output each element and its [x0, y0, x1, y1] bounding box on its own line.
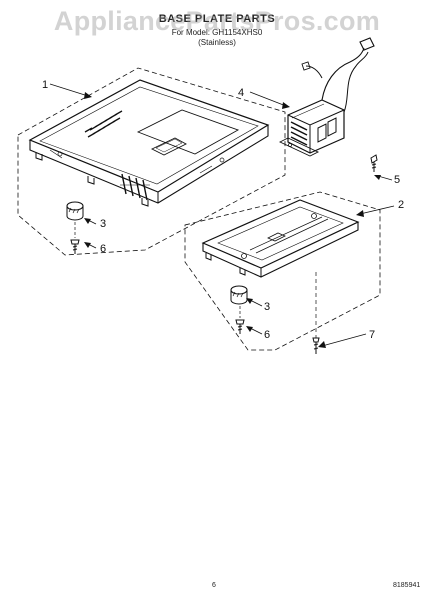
screw-small	[370, 154, 378, 172]
callout-5: 5	[394, 174, 400, 186]
callout-6-upper: 6	[100, 243, 106, 255]
callout-2: 2	[398, 199, 404, 211]
callout-3-lower: 3	[264, 301, 270, 313]
screw-lower	[235, 306, 245, 334]
foot-lower	[230, 285, 248, 305]
diagram-title: BASE PLATE PARTS	[158, 13, 276, 25]
callout-7: 7	[369, 329, 375, 341]
screw-long	[312, 272, 320, 354]
page-number: 6	[212, 582, 216, 589]
screw-upper	[70, 222, 80, 254]
foot-upper	[66, 201, 84, 221]
leader-lines	[49, 83, 395, 347]
model-line: For Model: GH1154XHS0	[171, 28, 263, 37]
leader-arrowheads	[84, 92, 381, 348]
lower-base-plate	[201, 199, 360, 278]
callout-3-upper: 3	[100, 218, 106, 230]
assembly-outline-top	[17, 67, 286, 256]
assembly-outline-bottom	[184, 191, 381, 351]
document-number: 8185941	[393, 582, 421, 589]
callout-4: 4	[238, 87, 244, 99]
upper-base-plate	[28, 79, 270, 207]
callout-1: 1	[42, 79, 48, 91]
color-line: (Stainless)	[198, 38, 236, 47]
transformer-component	[278, 37, 375, 157]
callout-6-lower: 6	[264, 329, 270, 341]
